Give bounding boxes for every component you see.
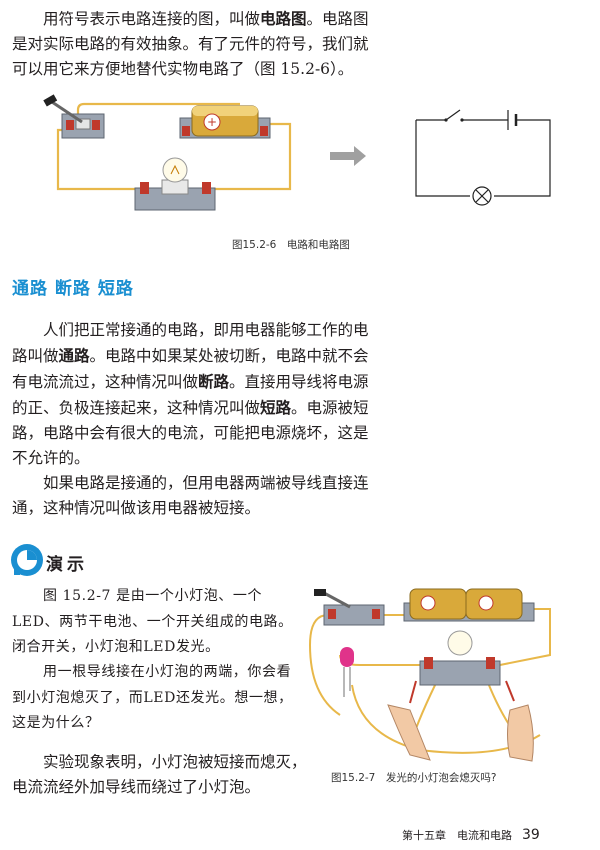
short-circuit-demo-illustration bbox=[308, 588, 551, 762]
term-closed-circuit: 通路 bbox=[58, 346, 90, 365]
intro-term: 电路图 bbox=[260, 9, 307, 28]
paragraph1-part2: 。电路中如果某处被切断，电路中就不会有电流流过，这种情况叫做 bbox=[12, 347, 369, 391]
svg-text:+: + bbox=[207, 115, 217, 129]
chapter-title: 第十五章 电流和电路 bbox=[402, 829, 512, 842]
paragraph-short-connection: 如果电路是接通的，但用电器两端被导线直接连通，这种情况叫做该用电器被短接。 bbox=[12, 474, 369, 517]
demo-heading: 演示 bbox=[46, 555, 88, 575]
demo-icon bbox=[11, 544, 43, 576]
conclusion-paragraph: 实验现象表明，小灯泡被短接而熄灭，电流流经外加导线而绕过了小灯泡。 bbox=[12, 753, 307, 796]
paragraph-circuit-states: 人们把正常接通的电路，即用电器能够工作的电路叫做通路。电路中如果某处被切断，电路… bbox=[12, 318, 372, 471]
figure-caption-15-2-6: 图15.2-6 电路和电路图 bbox=[232, 239, 350, 251]
arrow-icon bbox=[330, 146, 366, 166]
intro-paragraph: 用符号表示电路连接的图，叫做电路图。电路图是对实际电路的有效抽象。有了元件的符号… bbox=[12, 6, 372, 82]
circuit-schematic bbox=[415, 109, 551, 206]
physical-circuit-illustration: + bbox=[43, 94, 292, 211]
demo-paragraph-2: 用一根导线接在小灯泡的两端，你会看到小灯泡熄灭了，而LED还发光。想一想，这是为… bbox=[12, 664, 293, 731]
paragraph1-part3: 。直接用导线将电源的正、负极连接起来，这种情况叫做 bbox=[12, 373, 369, 417]
page-footer: 第十五章 电流和电路 39 bbox=[402, 827, 540, 843]
intro-text-before: 用符号表示电路连接的图，叫做 bbox=[43, 10, 261, 28]
demo-paragraph-1: 图 15.2-7 是由一个小灯泡、一个LED、两节干电池、一个开关组成的电路。闭… bbox=[12, 588, 293, 655]
section-heading: 通路 断路 短路 bbox=[12, 279, 134, 299]
term-open-circuit: 断路 bbox=[198, 372, 230, 391]
page-number: 39 bbox=[522, 827, 540, 843]
paragraph1-part1: 人们把正常接通的电路，即用电器能够工作的电路叫做 bbox=[12, 321, 369, 365]
term-short-circuit: 短路 bbox=[260, 398, 292, 417]
intro-text-after: 。电路图是对实际电路的有效抽象。有了元件的符号，我们就可以用它来方便地替代实物电… bbox=[12, 10, 369, 78]
paragraph1-part4: 。电源被短路，电路中会有很大的电流，可能把电源烧坏，这是不允许的。 bbox=[12, 399, 369, 467]
figure-caption-15-2-7: 图15.2-7 发光的小灯泡会熄灭吗? bbox=[331, 772, 497, 784]
